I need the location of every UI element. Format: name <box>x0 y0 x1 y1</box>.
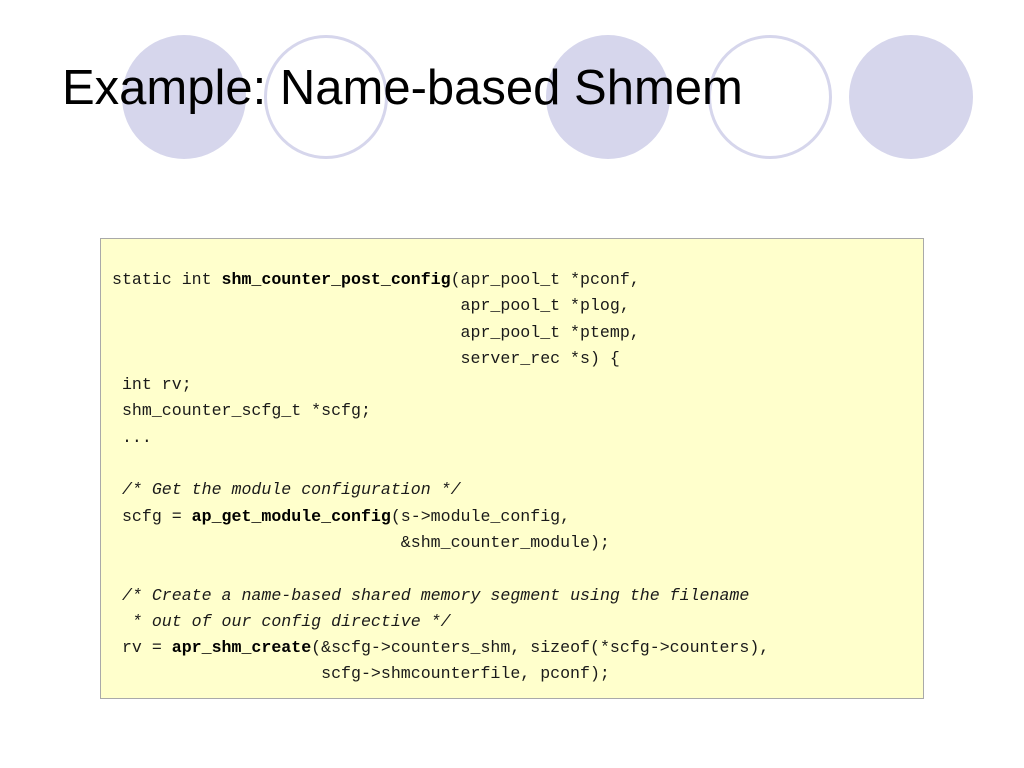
code-line: server_rec *s) { <box>112 346 923 372</box>
code-line: scfg = ap_get_module_config(s->module_co… <box>112 504 923 530</box>
code-comment: /* Create a name-based shared memory seg… <box>121 585 750 605</box>
code-line: apr_pool_t *plog, <box>112 293 923 319</box>
code-text: shm_counter_scfg_t *scfg; <box>112 401 371 421</box>
code-text: server_rec *s) { <box>112 348 620 368</box>
decorative-circle-filled <box>849 35 973 159</box>
code-text: scfg->shmcounterfile, pconf); <box>112 664 610 684</box>
code-function-name: ap_get_module_config <box>191 506 391 526</box>
code-line: static int shm_counter_post_config(apr_p… <box>112 267 923 293</box>
code-text: int rv; <box>112 375 192 395</box>
code-line: int rv; <box>112 372 923 398</box>
code-text: (&scfg->counters_shm, sizeof(*scfg->coun… <box>311 638 770 658</box>
decorative-circle-filled <box>122 35 246 159</box>
code-text: &shm_counter_module); <box>112 532 610 552</box>
code-block: static int shm_counter_post_config(apr_p… <box>100 238 924 699</box>
code-text: (s->module_config, <box>390 506 571 526</box>
code-text: apr_pool_t *ptemp, <box>112 322 640 342</box>
code-text <box>112 586 122 605</box>
code-comment: /* Get the module configuration */ <box>121 480 461 500</box>
code-function-name: shm_counter_post_config <box>221 270 451 289</box>
code-line: rv = apr_shm_create(&scfg->counters_shm,… <box>112 635 923 661</box>
code-line <box>112 556 923 582</box>
code-line: ... <box>112 425 923 451</box>
code-text: static int <box>112 270 222 289</box>
code-line: scfg->shmcounterfile, pconf); <box>112 661 923 687</box>
code-text <box>112 612 132 631</box>
code-line: /* Get the module configuration */ <box>112 477 923 503</box>
code-line: &shm_counter_module); <box>112 530 923 556</box>
decorative-circle-filled <box>546 35 670 159</box>
code-text: apr_pool_t *plog, <box>112 296 630 316</box>
code-text: rv = <box>112 638 172 658</box>
decorative-circle-ring <box>264 35 388 159</box>
code-line: * out of our config directive */ <box>112 609 923 635</box>
code-text: ... <box>112 427 152 447</box>
code-text: (apr_pool_t *pconf, <box>450 270 640 289</box>
code-text <box>112 480 122 499</box>
decorative-circle-ring <box>708 35 832 159</box>
code-line: /* Create a name-based shared memory seg… <box>112 583 923 609</box>
slide-title: Example: Name-based Shmem <box>62 61 743 115</box>
code-text: scfg = <box>112 506 192 526</box>
code-line: shm_counter_scfg_t *scfg; <box>112 398 923 424</box>
code-comment: * out of our config directive */ <box>131 611 451 631</box>
code-function-name: apr_shm_create <box>171 638 312 658</box>
code-line: apr_pool_t *ptemp, <box>112 320 923 346</box>
code-line <box>112 451 923 477</box>
